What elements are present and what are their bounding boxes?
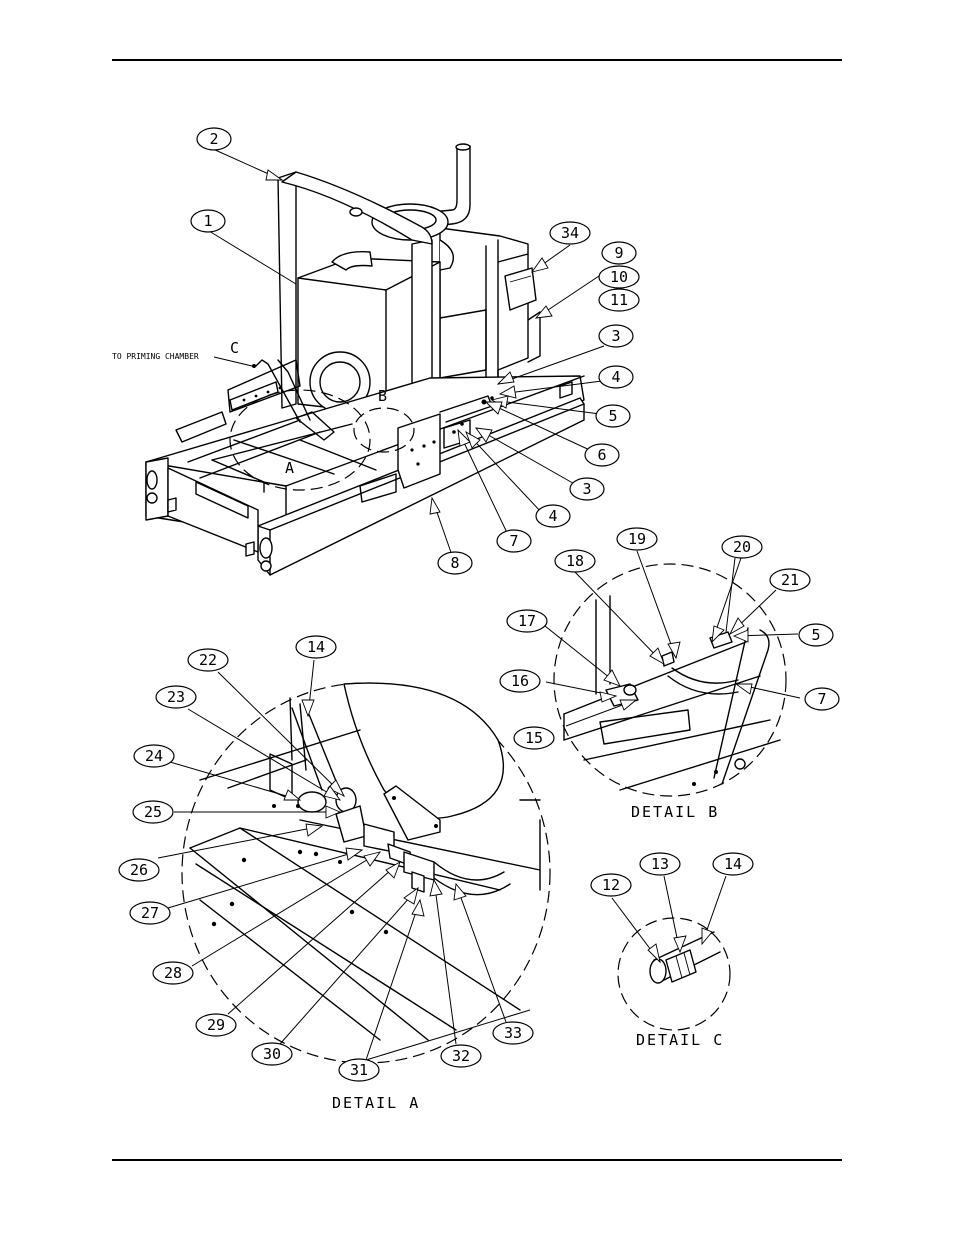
svg-text:5: 5 [608,407,617,425]
callout-balloon: 30 [252,1043,292,1065]
callout-balloon: 11 [599,289,639,311]
detail-ref-b: B [378,387,387,405]
svg-text:18: 18 [566,552,584,570]
svg-text:24: 24 [145,747,163,765]
svg-text:27: 27 [141,904,159,922]
svg-text:26: 26 [130,861,148,879]
svg-text:7: 7 [509,532,518,550]
callout-balloon: 33 [493,1022,533,1044]
callout-balloon: 24 [134,745,174,767]
callout-balloon: 20 [722,536,762,558]
callout-balloon: 3 [570,478,604,500]
svg-text:14: 14 [307,638,325,656]
callout-balloon: 2 [197,128,231,150]
svg-text:32: 32 [452,1047,470,1065]
svg-text:7: 7 [817,690,826,708]
callout-balloon: 10 [599,266,639,288]
svg-text:19: 19 [628,530,646,548]
detail-c-caption: DETAIL C [636,1031,724,1049]
svg-text:31: 31 [350,1061,368,1079]
svg-text:30: 30 [263,1045,281,1063]
callout-balloon: 4 [599,366,633,388]
svg-text:16: 16 [511,672,529,690]
svg-text:4: 4 [548,507,557,525]
callout-balloon: 7 [805,688,839,710]
svg-text:5: 5 [811,626,820,644]
callout-balloon: 29 [196,1014,236,1036]
callout-balloon: 7 [497,530,531,552]
priming-chamber-note: TO PRIMING CHAMBER [112,352,199,361]
callout-balloon: 18 [555,550,595,572]
svg-text:25: 25 [144,803,162,821]
svg-text:10: 10 [610,268,628,286]
detail-ref-c: C [230,339,239,357]
callout-balloon: 9 [602,242,636,264]
svg-text:12: 12 [602,876,620,894]
callout-balloon: 21 [770,569,810,591]
svg-text:14: 14 [724,855,742,873]
svg-text:1: 1 [203,212,212,230]
callout-balloon: 31 [339,1059,379,1081]
callout-balloon: 27 [130,902,170,924]
callout-balloon: 23 [156,686,196,708]
svg-text:9: 9 [614,244,623,262]
svg-text:3: 3 [611,327,620,345]
callout-balloon: 6 [585,444,619,466]
svg-text:6: 6 [597,446,606,464]
svg-text:33: 33 [504,1024,522,1042]
main-assembly [146,144,584,575]
svg-text:34: 34 [561,224,579,242]
callout-balloon: 8 [438,552,472,574]
callout-balloon: 25 [133,801,173,823]
svg-text:28: 28 [164,964,182,982]
callout-balloon: 14 [713,853,753,875]
svg-text:15: 15 [525,729,543,747]
svg-text:20: 20 [733,538,751,556]
callout-balloon: 22 [188,649,228,671]
callout-balloon: 16 [500,670,540,692]
svg-text:17: 17 [518,612,536,630]
svg-text:22: 22 [199,651,217,669]
callout-balloon: 4 [536,505,570,527]
svg-text:11: 11 [610,291,628,309]
callout-balloon: 13 [640,853,680,875]
callout-balloon: 34 [550,222,590,244]
detail-b-caption: DETAIL B [631,803,719,821]
callout-balloon: 26 [119,859,159,881]
detail-ref-a: A [285,459,294,477]
callout-balloon: 12 [591,874,631,896]
callout-balloon: 5 [596,405,630,427]
svg-text:8: 8 [450,554,459,572]
detail-b [554,564,786,796]
svg-text:2: 2 [209,130,218,148]
callout-balloon: 1 [191,210,225,232]
svg-text:29: 29 [207,1016,225,1034]
svg-text:21: 21 [781,571,799,589]
svg-text:3: 3 [582,480,591,498]
callout-balloon: 3 [599,325,633,347]
callout-balloon: 5 [799,624,833,646]
detail-c [618,918,730,1030]
callout-balloon: 19 [617,528,657,550]
callout-balloon: 28 [153,962,193,984]
svg-text:13: 13 [651,855,669,873]
callout-balloon: 32 [441,1045,481,1067]
svg-text:4: 4 [611,368,620,386]
callout-balloon: 17 [507,610,547,632]
svg-text:23: 23 [167,688,185,706]
callout-balloon: 14 [296,636,336,658]
callout-balloon: 15 [514,727,554,749]
detail-a-caption: DETAIL A [332,1094,420,1112]
